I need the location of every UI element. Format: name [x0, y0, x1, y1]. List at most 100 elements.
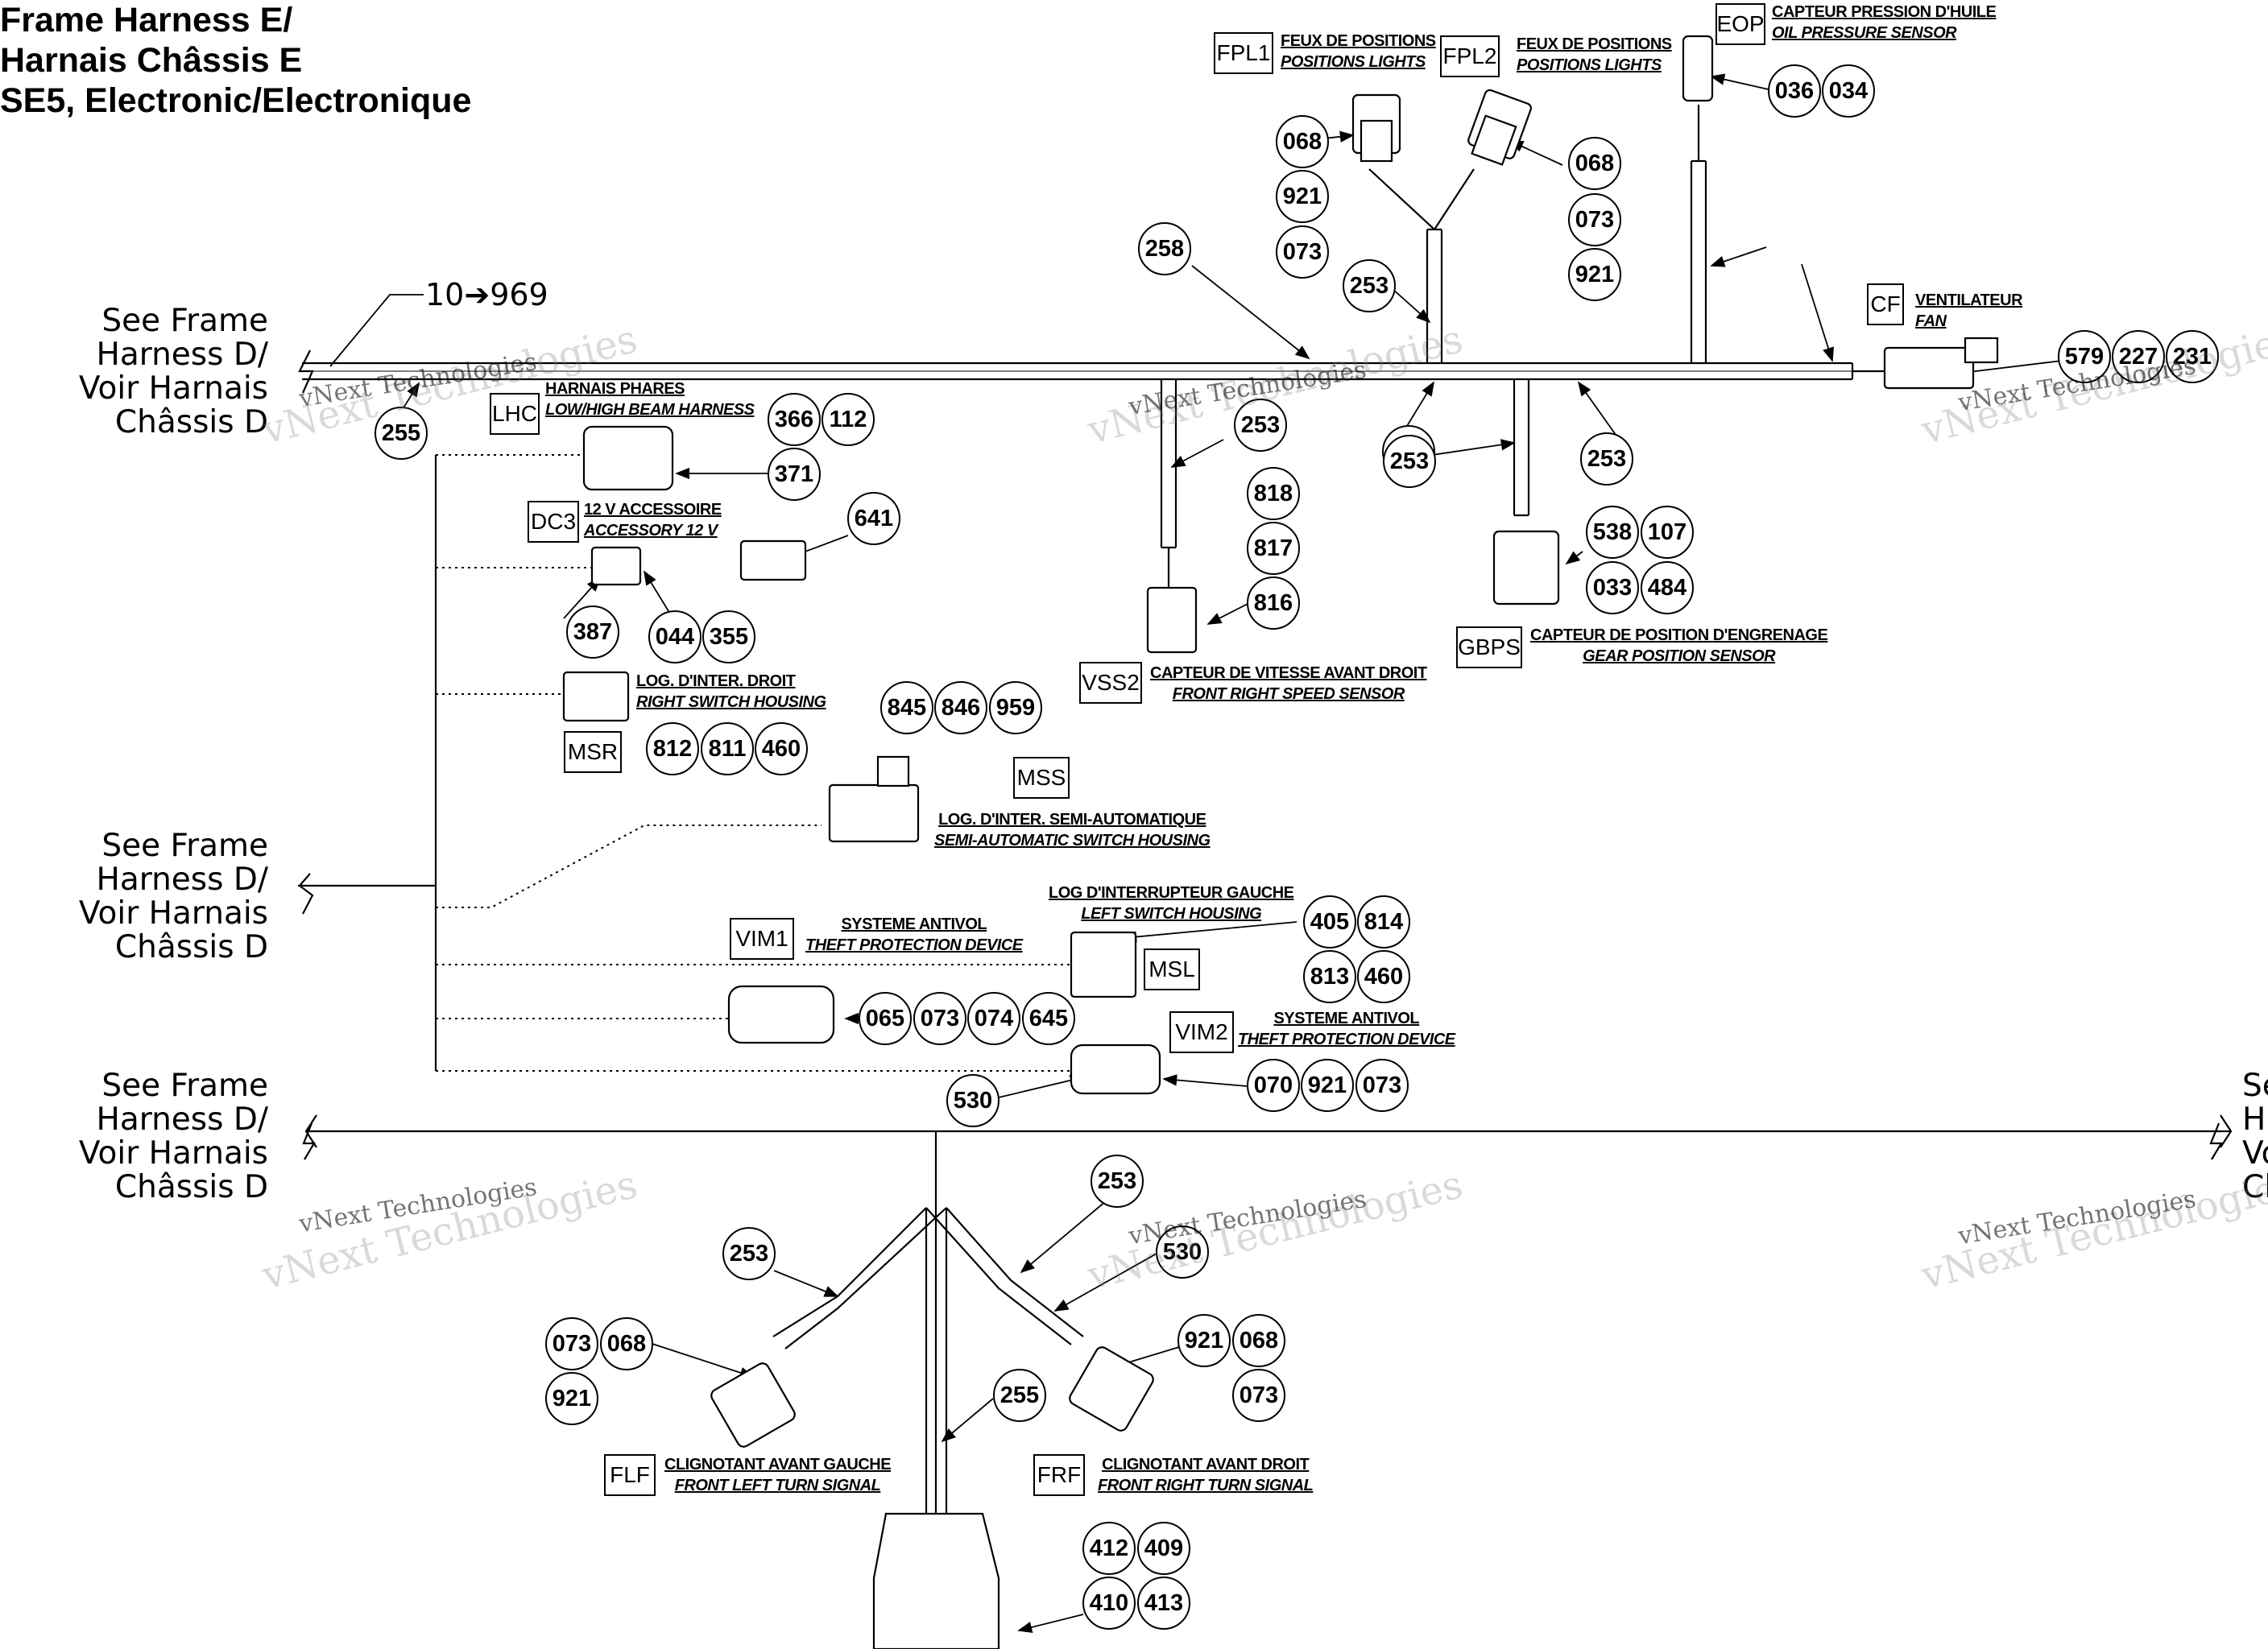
callout-bubble[interactable]: 253 [1343, 259, 1396, 312]
callout-bubble[interactable]: 068 [1568, 137, 1621, 190]
connector-code-eop[interactable]: EOP [1715, 3, 1765, 45]
connector-code-vim1[interactable]: VIM1 [730, 918, 794, 960]
callout-bubble[interactable]: 070 [1247, 1059, 1300, 1112]
callout-bubble[interactable]: 073 [1276, 225, 1329, 279]
connector-code-dc3[interactable]: DC3 [528, 501, 579, 543]
connector-code-lhc[interactable]: LHC [490, 393, 540, 435]
connector-code-fpl1[interactable]: FPL1 [1214, 32, 1273, 74]
callout-bubble[interactable]: 034 [1822, 64, 1875, 118]
see-ref-right[interactable]: Se H Vo Cl [2242, 1069, 2268, 1205]
see-ref-line: Harness D/ [96, 337, 269, 373]
connector-code-fpl2[interactable]: FPL2 [1440, 35, 1500, 77]
callout-bubble[interactable]: 530 [1156, 1225, 1209, 1279]
callout-bubble[interactable]: 811 [701, 722, 754, 775]
callout-bubble[interactable]: 460 [755, 722, 808, 775]
callout-bubble[interactable]: 366 [768, 393, 821, 446]
callout-bubble[interactable]: 073 [1568, 193, 1621, 246]
callout-bubble[interactable]: 413 [1137, 1577, 1190, 1630]
callout-bubble[interactable]: 253 [722, 1227, 776, 1280]
callout-bubble[interactable]: 538 [1586, 506, 1639, 559]
see-ref-line: Harness D/ [96, 862, 269, 898]
see-ref-line: Châssis D [114, 1169, 268, 1205]
callout-bubble[interactable]: 921 [1177, 1314, 1231, 1367]
callout-bubble[interactable]: 845 [880, 681, 933, 734]
connector-code-msl[interactable]: MSL [1144, 948, 1200, 990]
label-frf-fr: CLIGNOTANT AVANT DROIT [1102, 1456, 1310, 1473]
callout-bubble[interactable]: 816 [1247, 577, 1300, 630]
callout-bubble[interactable]: 818 [1247, 467, 1300, 520]
callout-bubble[interactable]: 065 [859, 992, 912, 1045]
callout-bubble[interactable]: 409 [1137, 1522, 1190, 1575]
callout-bubble[interactable]: 036 [1768, 64, 1821, 118]
callout-bubble[interactable]: 410 [1082, 1577, 1136, 1630]
callout-bubble[interactable]: 227 [2112, 330, 2165, 383]
connector-code-msr[interactable]: MSR [564, 731, 622, 773]
see-ref-line: Harness D/ [96, 1101, 269, 1138]
callout-bubble[interactable]: 253 [1091, 1155, 1144, 1208]
callout-bubble[interactable]: 921 [1568, 248, 1621, 301]
callout-bubble[interactable]: 255 [375, 407, 428, 460]
callout-bubble[interactable]: 073 [913, 992, 966, 1045]
connector-code-frf[interactable]: FRF [1033, 1454, 1085, 1496]
callout-bubble[interactable]: 073 [545, 1317, 598, 1370]
see-ref-line: See Frame [101, 1068, 268, 1104]
callout-bubble[interactable]: 073 [1355, 1059, 1409, 1112]
callout-bubble[interactable]: 112 [822, 393, 875, 446]
callout-bubble[interactable]: 074 [967, 992, 1020, 1045]
callout-bubble[interactable]: 579 [2058, 330, 2111, 383]
callout-bubble[interactable]: 044 [648, 610, 702, 663]
see-ref-top[interactable]: See Frame Harness D/ Voir Harnais Châssi… [32, 304, 268, 440]
label-vim1: SYSTEME ANTIVOL THEFT PROTECTION DEVICE [805, 914, 1023, 956]
title-line-2: Harnais Châssis E [0, 41, 303, 80]
callout-bubble[interactable]: 068 [1232, 1314, 1285, 1367]
callout-bubble[interactable]: 817 [1247, 522, 1300, 575]
connector-code-mss[interactable]: MSS [1013, 757, 1070, 799]
label-mss-en: SEMI-AUTOMATIC SWITCH HOUSING [934, 832, 1211, 849]
callout-bubble[interactable]: 959 [989, 681, 1042, 734]
connector-code-gbps[interactable]: GBPS [1456, 626, 1522, 668]
label-frf: CLIGNOTANT AVANT DROIT FRONT RIGHT TURN … [1098, 1454, 1314, 1496]
callout-bubble[interactable]: 253 [1234, 399, 1287, 452]
callout-bubble[interactable]: 921 [545, 1372, 598, 1425]
callout-bubble[interactable]: 846 [934, 681, 987, 734]
callout-bubble[interactable]: 355 [702, 610, 755, 663]
label-cf-en: FAN [1915, 312, 1947, 330]
callout-bubble[interactable]: 921 [1301, 1059, 1354, 1112]
connector-code-cf[interactable]: CF [1867, 283, 1904, 325]
see-ref-bottom[interactable]: See Frame Harness D/ Voir Harnais Châssi… [32, 1069, 268, 1205]
callout-bubble[interactable]: 412 [1082, 1522, 1136, 1575]
callout-bubble[interactable]: 812 [646, 722, 699, 775]
callout-bubble[interactable]: 258 [1138, 222, 1191, 275]
callout-bubble[interactable]: 107 [1641, 506, 1694, 559]
callout-bubble[interactable]: 641 [847, 492, 900, 545]
callout-bubble[interactable]: 405 [1303, 895, 1356, 948]
callout-bubble[interactable]: 530 [946, 1074, 999, 1127]
see-ref-line: H [2242, 1101, 2266, 1138]
callout-bubble[interactable]: 484 [1641, 561, 1694, 614]
callout-bubble[interactable]: 460 [1357, 950, 1410, 1003]
callout-bubble[interactable]: 068 [600, 1317, 653, 1370]
connector-code-vss2[interactable]: VSS2 [1079, 662, 1142, 704]
see-ref-middle[interactable]: See Frame Harness D/ Voir Harnais Châssi… [32, 829, 268, 965]
label-flf-en: FRONT LEFT TURN SIGNAL [674, 1477, 881, 1494]
connector-code-vim2[interactable]: VIM2 [1169, 1011, 1234, 1053]
callout-bubble[interactable]: 073 [1232, 1369, 1285, 1422]
callout-bubble[interactable]: 033 [1586, 561, 1639, 614]
callout-bubble[interactable]: 253 [1383, 435, 1436, 488]
callout-bubble[interactable]: 387 [566, 605, 619, 659]
callout-bubble[interactable]: 231 [2166, 330, 2219, 383]
see-ref-line: Voir Harnais [78, 370, 268, 407]
label-dc3-en: ACCESSORY 12 V [584, 522, 718, 539]
callout-bubble[interactable]: 253 [1580, 432, 1633, 486]
callout-bubble[interactable]: 068 [1276, 115, 1329, 168]
callout-bubble[interactable]: 921 [1276, 170, 1329, 223]
callout-bubble[interactable]: 814 [1357, 895, 1410, 948]
callout-bubble[interactable]: 371 [768, 448, 821, 501]
label-mss-fr: LOG. D'INTER. SEMI-AUTOMATIQUE [938, 811, 1206, 829]
callout-bubble[interactable]: 255 [993, 1369, 1046, 1422]
connector-code-flf[interactable]: FLF [604, 1454, 656, 1496]
callout-bubble[interactable]: 645 [1022, 992, 1075, 1045]
label-msr-en: RIGHT SWITCH HOUSING [636, 693, 826, 711]
callout-bubble[interactable]: 813 [1303, 950, 1356, 1003]
